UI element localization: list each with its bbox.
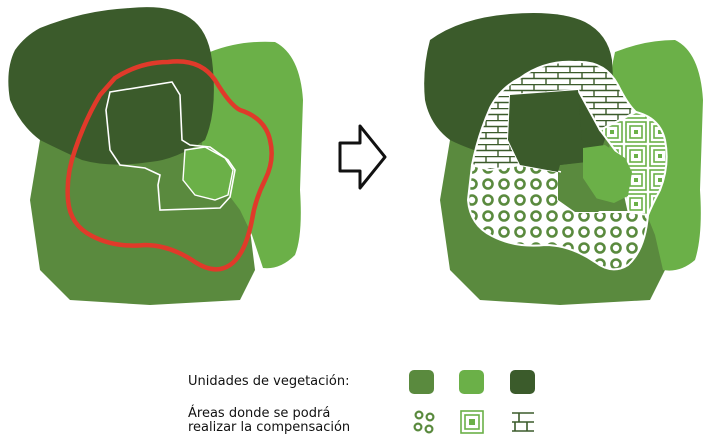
vegetation-unit-3-area <box>8 7 214 165</box>
concentric-squares-pattern-icon <box>460 410 484 434</box>
legend-areas-label-line2: realizar la compensación <box>188 420 351 435</box>
right-arrow-icon <box>338 124 387 190</box>
vegetation-unit-2-swatch <box>459 370 484 394</box>
inner-light-patch <box>182 146 234 201</box>
map-before <box>8 7 303 305</box>
brick-pattern-icon <box>512 412 534 432</box>
inner-light-patch <box>583 145 632 203</box>
inner-mid-patch <box>558 172 610 212</box>
vegetation-unit-1-swatch <box>409 370 434 394</box>
circles-pattern-icon <box>413 410 435 434</box>
current-unit-boundary <box>105 81 236 211</box>
compensation-area-circles <box>466 163 650 271</box>
map-after <box>424 13 703 305</box>
project-boundary-red <box>65 59 274 272</box>
compensation-area-brick <box>470 60 638 172</box>
legend-units-label: Unidades de vegetación: <box>188 374 350 389</box>
vegetation-unit-3-swatch <box>510 370 535 394</box>
legend-areas-label-line1: Áreas donde se podrá <box>188 406 331 421</box>
inner-dark-unit <box>508 90 605 172</box>
